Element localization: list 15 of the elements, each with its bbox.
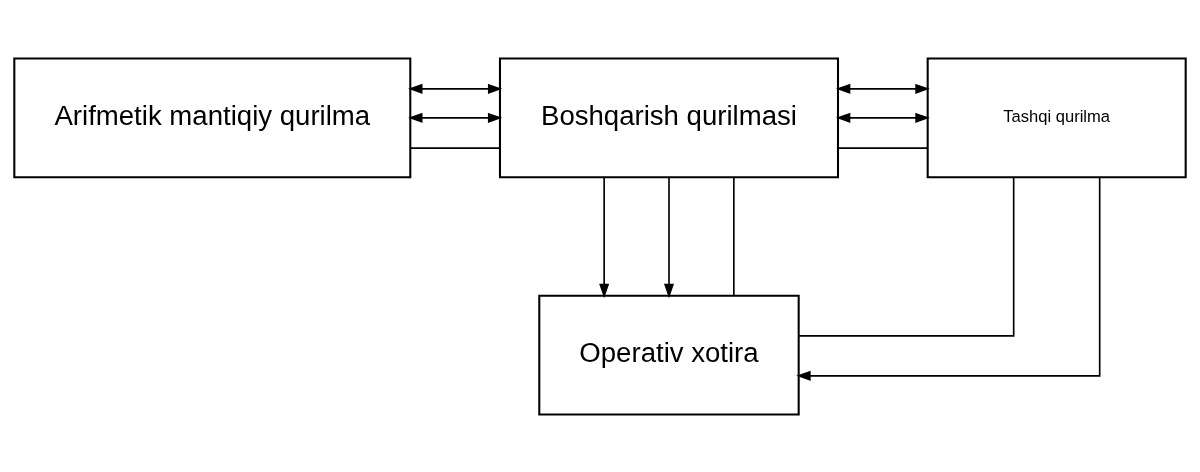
connector <box>837 146 928 149</box>
connector <box>797 176 1015 337</box>
node-box: Tashqi qurilma <box>926 57 1187 178</box>
arrow <box>663 176 675 298</box>
arrow <box>796 176 1101 381</box>
arrow <box>408 83 503 94</box>
node-box: Operativ xotira <box>538 294 800 415</box>
arrow <box>835 83 930 94</box>
node-box: Arifmetik mantiqiy qurilma <box>13 57 412 178</box>
arrow <box>599 176 610 298</box>
connector <box>409 146 501 149</box>
node-box: Boshqarish qurilmasi <box>498 57 840 178</box>
arrow <box>408 112 503 123</box>
connector <box>733 176 735 297</box>
arrow <box>835 112 930 123</box>
